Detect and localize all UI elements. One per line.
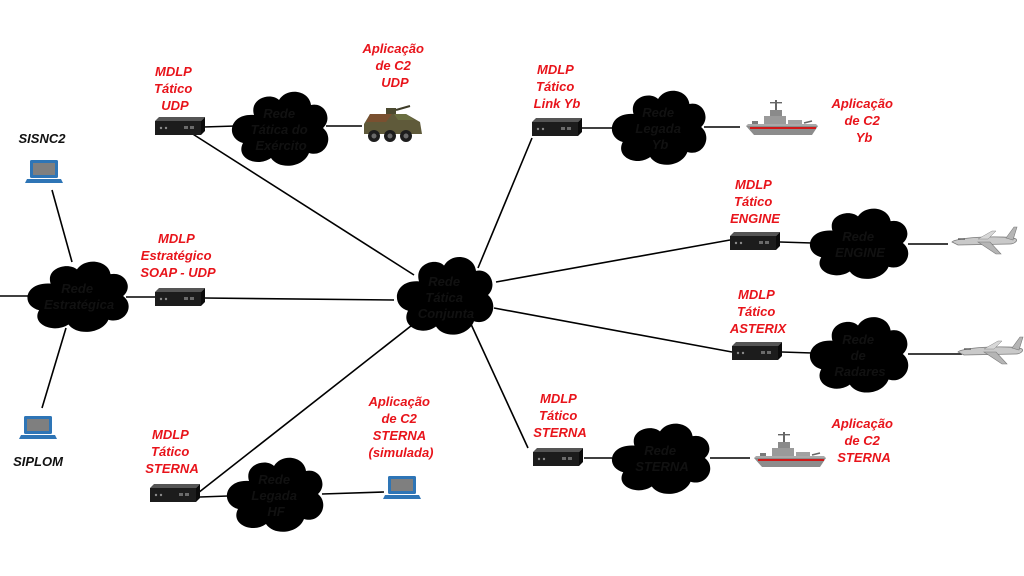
mdlp-udp-device-icon [155,117,205,135]
link-estrategico-device-to-conjunta [203,297,395,301]
link-legada-hf-to-laptop [321,491,385,495]
device-label-engine: MDLP Tático ENGINE [730,177,780,226]
device-label-estrategico: MDLP Estratégico SOAP - UDP [140,231,216,280]
system-label-siplom: SIPLOM [13,454,64,469]
mdlp-engine-device-icon [730,232,780,250]
aircraft-engine-icon [951,226,1018,255]
cloud-label-sterna: Rede STERNA [635,443,688,474]
device-label-udp: MDLP Tático UDP [154,64,196,113]
mdlp-sterna-left-device-icon [150,484,200,502]
link-conjunta-to-engine-device [495,239,731,283]
device-label-asterix: MDLP Tático ASTERIX [729,287,788,336]
siplom-laptop-icon [19,416,57,439]
link-sisnc2-to-estrategica [51,189,73,263]
link-udp-device-to-exercito [202,125,237,128]
device-label-link-yb: MDLP Tático Link Yb [534,62,581,111]
app-label-c2-udp: Aplicação de C2 UDP [361,41,427,90]
sisnc2-laptop-icon [25,160,63,183]
cloud-label-tatica-conjunta: Rede Tática Conjunta [418,274,474,321]
link-conjunta-to-asterix-device [493,307,733,353]
sterna-simulada-laptop-icon [383,476,421,499]
link-engine-device-to-rede-engine [779,241,813,244]
connection-lines [0,125,962,498]
link-conjunta-to-link-yb-device [477,137,533,269]
mdlp-sterna-right-device-icon [533,448,583,466]
link-siplom-to-estrategica [41,327,67,409]
device-label-sterna-right: MDLP Tático STERNA [533,391,586,440]
system-label-sisnc2: SISNC2 [19,131,67,146]
armored-vehicle-icon [363,105,423,143]
cloud-label-tatica-exercito: Rede Tática do Exército [251,106,312,153]
mdlp-estrategico-device-icon [155,288,205,306]
cloud-label-estrategica: Rede Estratégica [44,281,114,312]
warship-sterna-icon [753,431,827,468]
app-label-c2-yb: Aplicação de C2 Yb [830,96,896,145]
link-sterna-left-device-to-conjunta [197,321,417,494]
cloud-label-engine: Rede ENGINE [835,229,885,260]
cloud-label-legada-hf: Rede Legada HF [251,472,300,519]
cloud-label-legada-yb: Rede Legada Yb [635,105,684,152]
link-udp-device-to-conjunta [187,130,415,276]
link-sterna-left-device-to-legada-hf [199,495,229,498]
app-label-c2-sterna-simulada: Aplicação de C2 STERNA (simulada) [367,394,433,460]
link-asterix-device-to-radares [781,351,813,354]
aircraft-radares-icon [957,336,1024,365]
app-label-c2-sterna: Aplicação de C2 STERNA [830,416,896,465]
mdlp-link-yb-device-icon [532,118,582,136]
warship-yb-icon [745,99,819,136]
link-conjunta-to-sterna-right-device [469,321,529,449]
device-label-sterna-left: MDLP Tático STERNA [145,427,198,476]
cloud-label-radares: Rede de Radares [834,332,885,379]
mdlp-asterix-device-icon [732,342,782,360]
